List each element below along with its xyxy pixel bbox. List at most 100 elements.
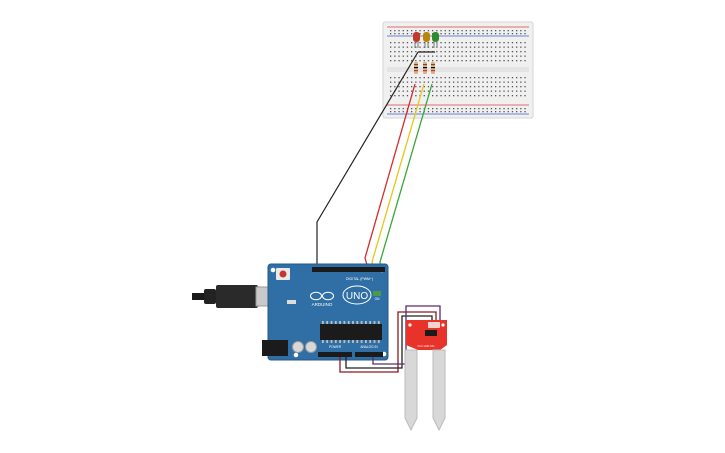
breadboard-hole [394, 55, 396, 57]
breadboard-hole [478, 60, 480, 62]
breadboard-hole [415, 108, 417, 110]
breadboard-hole [423, 90, 425, 92]
chip-pin [343, 321, 346, 324]
breadboard[interactable] [382, 21, 534, 119]
breadboard-hole [474, 51, 476, 53]
digital-header[interactable] [312, 267, 385, 272]
breadboard-hole [406, 95, 409, 97]
breadboard-hole [444, 60, 446, 62]
breadboard-hole [436, 30, 438, 32]
breadboard-hole [499, 81, 501, 83]
led-green[interactable] [432, 32, 439, 48]
breadboard-hole [461, 55, 463, 57]
breadboard-hole [490, 90, 493, 92]
breadboard-hole [516, 95, 518, 97]
breadboard-hole [465, 42, 467, 44]
breadboard-hole [440, 90, 442, 92]
breadboard-hole [394, 77, 396, 79]
chip-pin [360, 321, 363, 324]
breadboard-hole [516, 60, 518, 62]
breadboard-hole [486, 55, 488, 57]
breadboard-hole [520, 60, 522, 62]
on-led [373, 291, 381, 296]
breadboard-hole [444, 55, 446, 57]
breadboard-hole [448, 42, 451, 44]
soil-moisture-sensor[interactable]: VCC GND SIG [404, 320, 447, 432]
chip-pin [360, 340, 363, 343]
breadboard-hole [490, 108, 493, 110]
arduino-uno[interactable]: DIGITAL (PWM~) ARDUINO UNO ON POWER ANAL… [262, 263, 389, 361]
breadboard-hole [490, 33, 493, 35]
led-yellow[interactable] [423, 32, 430, 48]
breadboard-hole [457, 90, 459, 92]
breadboard-hole [482, 90, 484, 92]
breadboard-hole [415, 86, 417, 88]
wire-sensor-vcc[interactable] [339, 311, 437, 373]
breadboard-hole [461, 51, 463, 53]
resistor-3[interactable] [431, 62, 435, 74]
breadboard-hole [444, 95, 446, 97]
logo-text: ARDUINO [312, 302, 333, 307]
breadboard-hole [503, 108, 505, 110]
breadboard-hole [394, 81, 396, 83]
breadboard-hole [461, 81, 463, 83]
resistor-2[interactable] [423, 62, 427, 74]
breadboard-hole [524, 30, 526, 32]
breadboard-hole [524, 111, 526, 113]
breadboard-hole [406, 46, 409, 48]
breadboard-hole [390, 46, 392, 48]
breadboard-hole [444, 51, 446, 53]
breadboard-hole [415, 30, 417, 32]
breadboard-hole [436, 60, 438, 62]
breadboard-hole [432, 42, 434, 44]
breadboard-hole [503, 42, 505, 44]
power-header[interactable] [318, 352, 352, 357]
led-green-body [432, 32, 439, 42]
breadboard-hole [402, 30, 404, 32]
breadboard-hole [402, 108, 404, 110]
breadboard-hole [507, 77, 509, 79]
breadboard-hole [444, 111, 446, 113]
breadboard-hole [390, 95, 392, 97]
breadboard-hole [511, 108, 514, 110]
breadboard-hole [440, 33, 442, 35]
breadboard-hole [419, 81, 421, 83]
chip-pin [352, 321, 354, 324]
breadboard-hole [511, 95, 514, 97]
breadboard-hole [427, 90, 430, 92]
breadboard-hole [524, 60, 526, 62]
breadboard-hole [440, 30, 442, 32]
resistor-1[interactable] [414, 62, 418, 74]
breadboard-hole [406, 90, 409, 92]
led-red[interactable] [413, 32, 420, 48]
breadboard-hole [516, 81, 518, 83]
breadboard-hole [499, 33, 501, 35]
breadboard-hole [444, 30, 446, 32]
breadboard-hole [469, 46, 472, 48]
resistor-band [414, 70, 418, 72]
breadboard-hole [520, 51, 522, 53]
breadboard-hole [402, 46, 404, 48]
breadboard-hole [520, 55, 522, 57]
breadboard-hole [524, 86, 526, 88]
breadboard-hole [394, 51, 396, 53]
breadboard-hole [503, 77, 505, 79]
breadboard-hole [503, 46, 505, 48]
breadboard-hole [495, 51, 497, 53]
wire-sensor-gnd[interactable] [345, 315, 433, 369]
breadboard-hole [495, 42, 497, 44]
analog-header[interactable] [355, 352, 383, 357]
breadboard-hole [511, 81, 514, 83]
breadboard-hole [511, 30, 514, 32]
breadboard-hole [423, 55, 425, 57]
chip-pin [343, 340, 346, 343]
sensor-header [428, 322, 440, 328]
breadboard-hole [469, 81, 472, 83]
chip-pin [365, 321, 367, 324]
breadboard-hole [406, 86, 409, 88]
wire-black-ground[interactable] [316, 51, 419, 268]
breadboard-hole [427, 30, 430, 32]
breadboard-hole [469, 108, 472, 110]
breadboard-hole [486, 46, 488, 48]
